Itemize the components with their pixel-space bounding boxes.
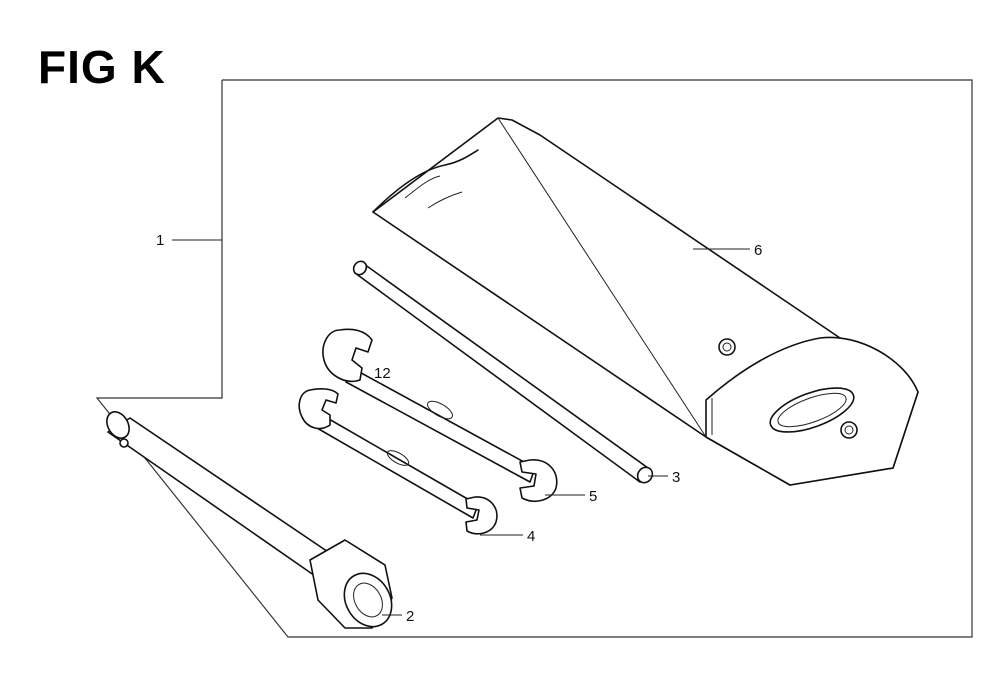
spark-plug-wrench[interactable]: [102, 408, 401, 635]
callout-5: 5: [589, 488, 597, 505]
callout-2: 2: [406, 608, 414, 625]
callout-3: 3: [672, 469, 680, 486]
open-end-wrench-large[interactable]: 12: [322, 328, 558, 502]
figure-title: FIG K: [38, 41, 166, 93]
callout-4: 4: [527, 528, 535, 545]
callout-6: 6: [754, 242, 762, 259]
assembly-frame: [95, 79, 973, 638]
callout-1: 1: [156, 232, 164, 249]
handle-bar[interactable]: [351, 259, 655, 486]
wrench-size-marking: 12: [374, 365, 391, 382]
open-end-wrench-small[interactable]: [298, 388, 498, 535]
tool-bag[interactable]: [372, 117, 919, 486]
